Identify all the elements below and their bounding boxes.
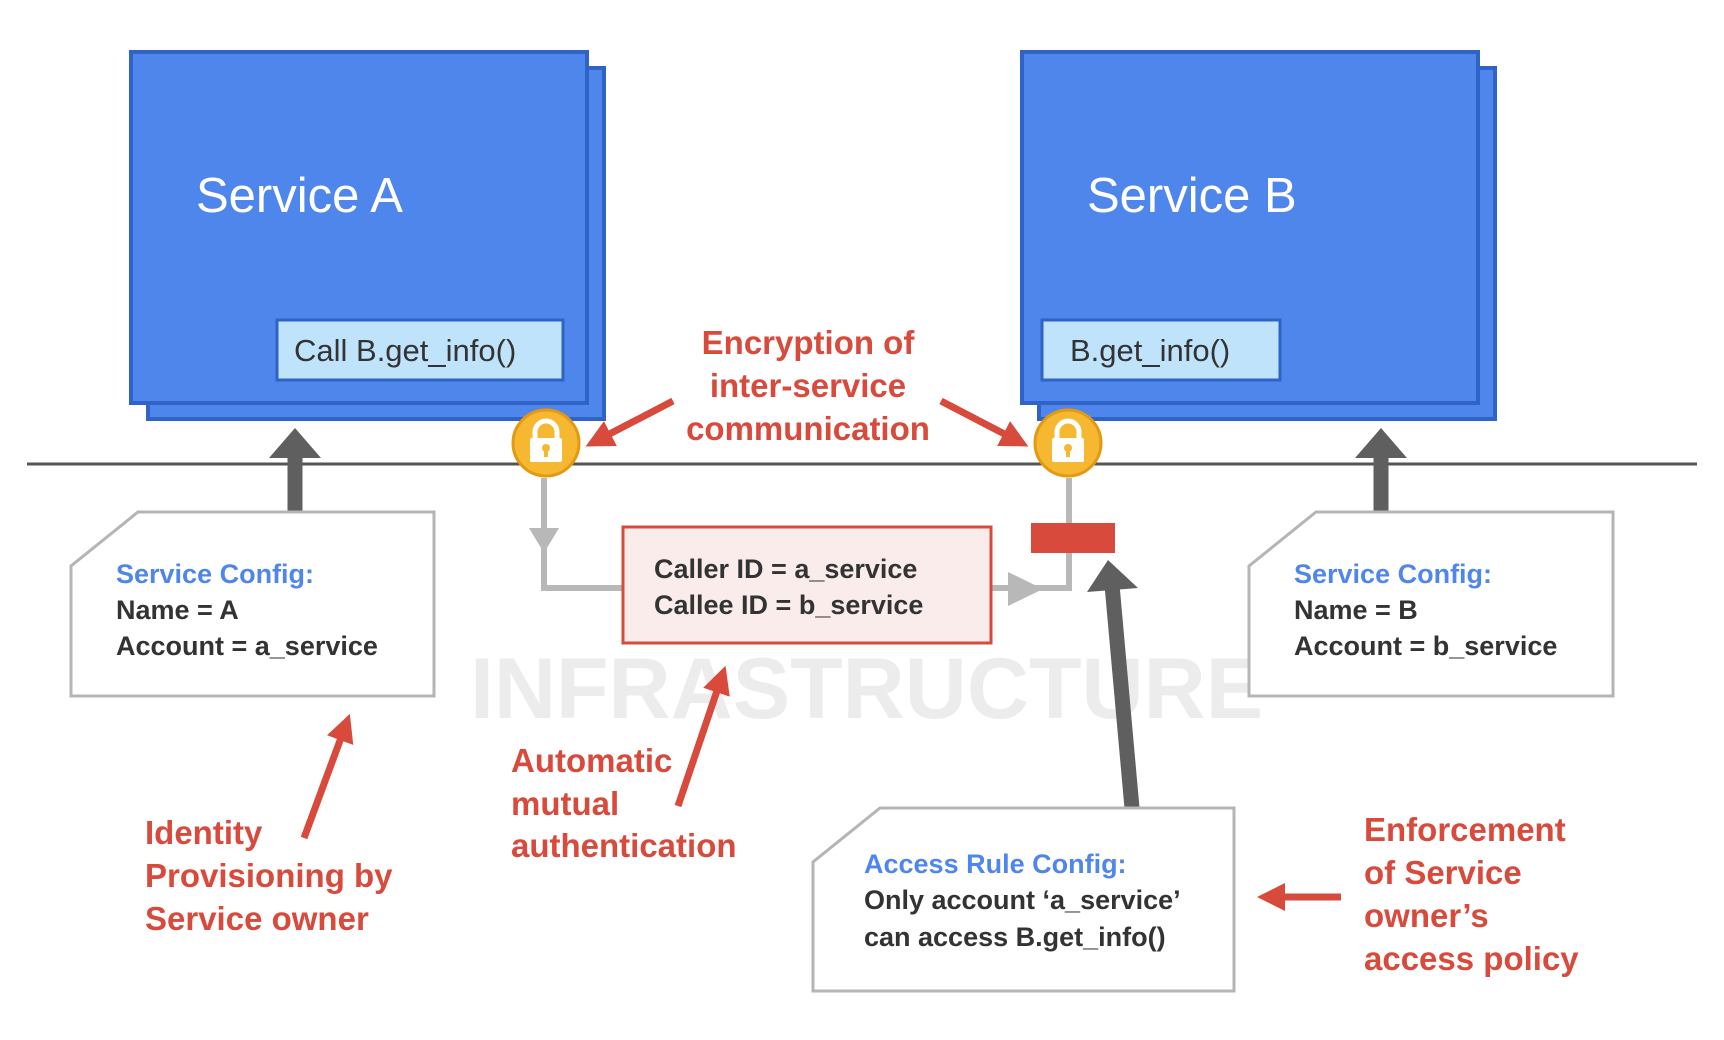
mutual-auth-box[interactable]: Caller ID = a_service Callee ID = b_serv… [621, 525, 993, 645]
mutual-auth-note-line-1: Automatic [511, 742, 672, 779]
identity-arrow [300, 713, 354, 840]
mutual-auth-note-line-2: mutual [511, 785, 619, 822]
encryption-arrow-right [939, 397, 1029, 447]
encryption-note-line-2: inter-service [710, 367, 906, 404]
connection-path-a [541, 478, 626, 591]
mutual-auth-note: Automatic mutual authentication [511, 742, 737, 864]
config-b-arrow [1355, 428, 1407, 512]
infrastructure-watermark: INFRASTRUCTURE [470, 641, 1263, 737]
service-config-a-account: Account = a_service [116, 631, 378, 661]
get-info-method-text: B.get_info() [1070, 333, 1230, 368]
identity-note-line-1: Identity [145, 814, 263, 851]
connection-arrow-right [1008, 572, 1043, 606]
connection-arrow-down [529, 528, 559, 553]
enforcement-note-line-1: Enforcement [1364, 811, 1566, 848]
service-config-b-account: Account = b_service [1294, 631, 1557, 661]
callee-id-line: Callee ID = b_service [654, 590, 923, 620]
service-config-a-card[interactable]: Service Config: Name = A Account = a_ser… [69, 510, 436, 698]
enforcement-note-line-2: of Service [1364, 854, 1522, 891]
service-config-b-card[interactable]: Service Config: Name = B Account = b_ser… [1247, 510, 1615, 698]
enforcement-block [1031, 523, 1115, 553]
lock-icon[interactable] [1033, 408, 1103, 478]
service-a-title: Service A [196, 169, 403, 223]
encryption-note: Encryption of inter-service communicatio… [686, 324, 930, 447]
service-b-block[interactable]: Service B B.get_info() [1020, 50, 1497, 421]
service-config-a-heading: Service Config: [116, 559, 314, 589]
get-info-method-label[interactable]: B.get_info() [1040, 318, 1282, 382]
enforcement-note: Enforcement of Service owner’s access po… [1364, 811, 1579, 977]
call-get-info-label[interactable]: Call B.get_info() [275, 318, 565, 382]
access-rule-heading: Access Rule Config: [864, 849, 1127, 879]
mutual-auth-arrow [674, 665, 730, 808]
service-b-title: Service B [1087, 169, 1297, 223]
access-rule-line-1: Only account ‘a_service’ [864, 885, 1181, 915]
config-a-arrow [269, 428, 321, 512]
encryption-arrow-left [585, 397, 675, 447]
encryption-note-line-1: Encryption of [702, 324, 916, 361]
service-a-block[interactable]: Service A Call B.get_info() [129, 50, 606, 421]
identity-note-line-3: Service owner [145, 900, 369, 937]
service-config-b-name: Name = B [1294, 595, 1418, 625]
caller-id-line: Caller ID = a_service [654, 554, 917, 584]
mutual-auth-note-line-3: authentication [511, 827, 737, 864]
lock-icon[interactable] [511, 408, 581, 478]
access-rule-arrow [1087, 560, 1140, 809]
enforcement-note-line-3: owner’s [1364, 897, 1489, 934]
identity-note-line-2: Provisioning by [145, 857, 393, 894]
enforcement-note-line-4: access policy [1364, 940, 1579, 977]
access-rule-config-card[interactable]: Access Rule Config: Only account ‘a_serv… [811, 806, 1236, 993]
service-config-b-heading: Service Config: [1294, 559, 1492, 589]
identity-note: Identity Provisioning by Service owner [145, 814, 393, 937]
call-get-info-text: Call B.get_info() [294, 333, 516, 368]
access-rule-line-2: can access B.get_info() [864, 922, 1166, 952]
encryption-note-line-3: communication [686, 410, 930, 447]
service-config-a-name: Name = A [116, 595, 239, 625]
